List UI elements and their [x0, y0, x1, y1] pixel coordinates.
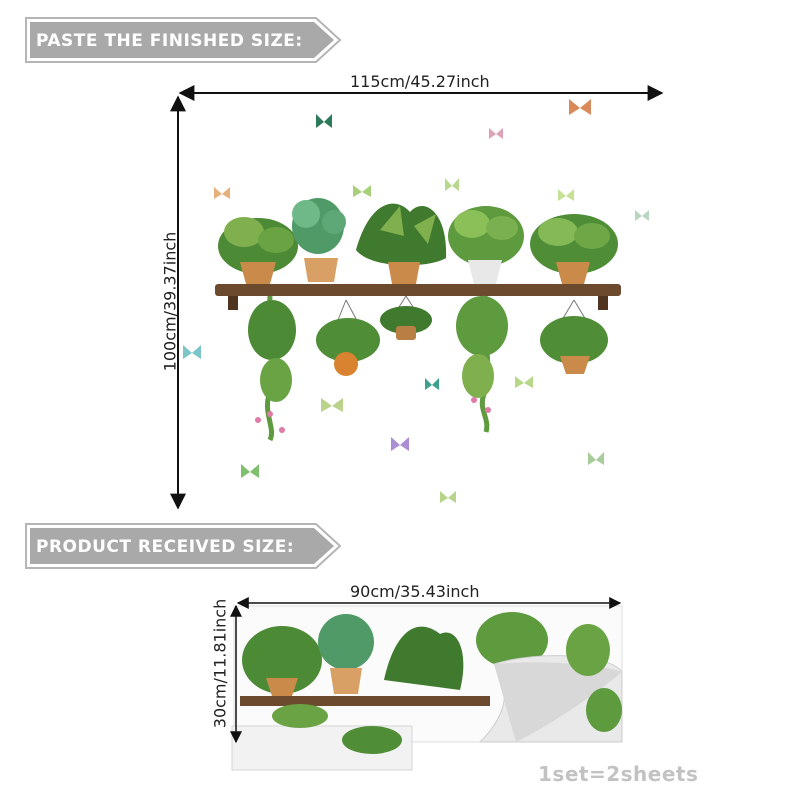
received-width-label: 90cm/35.43inch — [350, 582, 480, 601]
received-height-label: 30cm/11.81inch — [210, 598, 230, 729]
received-sheet — [231, 605, 623, 771]
finished-height-label: 100cm/39.37inch — [160, 231, 180, 372]
wooden-shelf — [215, 284, 621, 310]
finished-size-banner-label: PASTE THE FINISHED SIZE: — [36, 31, 303, 51]
finished-width-label: 115cm/45.27inch — [350, 72, 490, 91]
hanging-plants — [248, 295, 608, 442]
received-size-banner: PRODUCT RECEIVED SIZE: — [25, 523, 342, 569]
shelf-plants — [218, 198, 618, 284]
received-size-banner-label: PRODUCT RECEIVED SIZE: — [36, 537, 294, 557]
set-note: 1set=2sheets — [538, 762, 699, 786]
finished-size-banner: PASTE THE FINISHED SIZE: — [25, 17, 342, 63]
butterflies — [183, 99, 649, 503]
